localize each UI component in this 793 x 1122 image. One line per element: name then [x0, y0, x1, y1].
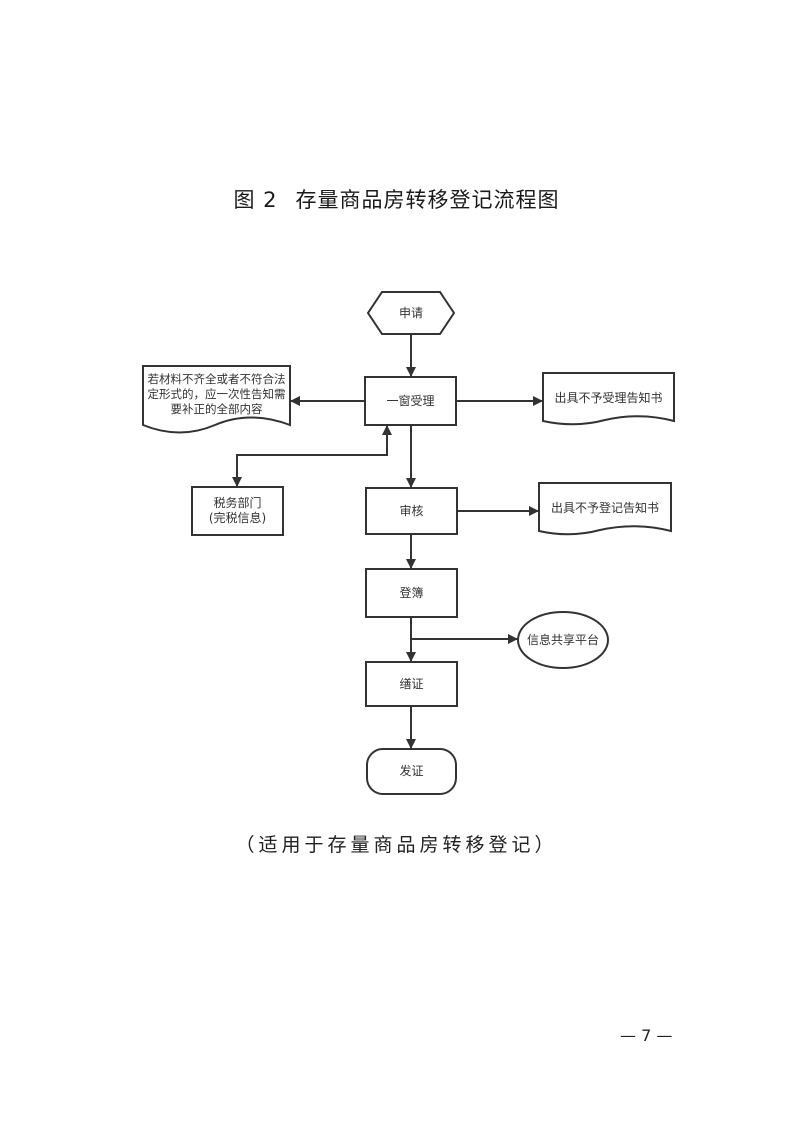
reject-accept-label: 出具不予受理告知书 [554, 390, 663, 405]
certify-node-label: 缮证 [399, 676, 424, 691]
share-node-shape [517, 611, 609, 669]
certify-node-shape [365, 661, 458, 707]
apply-node-shape [366, 291, 456, 335]
incomplete-notice-shape [142, 365, 291, 434]
accept-node-label: 一窗受理 [386, 393, 435, 408]
incomplete-notice-label: 若材料不齐全或者不符合法定形式的，应一次性告知需要补正的全部内容 [147, 371, 286, 416]
apply-node-label: 申请 [398, 305, 423, 320]
tax-node-label: 税务部门 (完税信息) [192, 487, 283, 535]
register-node-shape [365, 568, 458, 618]
reject-register-label: 出具不予登记告知书 [550, 500, 659, 515]
issue-node-label: 发证 [399, 764, 424, 778]
figure-title-text: 存量商品房转移登记流程图 [295, 188, 560, 212]
edge-accept-tax [232, 454, 387, 487]
register-node-label: 登簿 [399, 585, 424, 600]
reject-register-shape [538, 482, 672, 536]
figure-title: 图 2 存量商品房转移登记流程图 [0, 184, 793, 214]
edge-tax-accept [237, 425, 392, 456]
share-node-label: 信息共享平台 [526, 632, 599, 647]
figure-caption: （适用于存量商品房转移登记） [235, 834, 558, 856]
tax-node-line1: 税务部门 [213, 496, 262, 510]
page-number: — 7 — [620, 1026, 673, 1045]
tax-node-shape [191, 486, 284, 536]
issue-node-shape [366, 748, 457, 795]
tax-node-line2: (完税信息) [208, 511, 267, 525]
review-node-label: 审核 [399, 503, 424, 518]
reject-accept-shape [542, 372, 675, 426]
figure-number: 图 2 [233, 188, 278, 212]
